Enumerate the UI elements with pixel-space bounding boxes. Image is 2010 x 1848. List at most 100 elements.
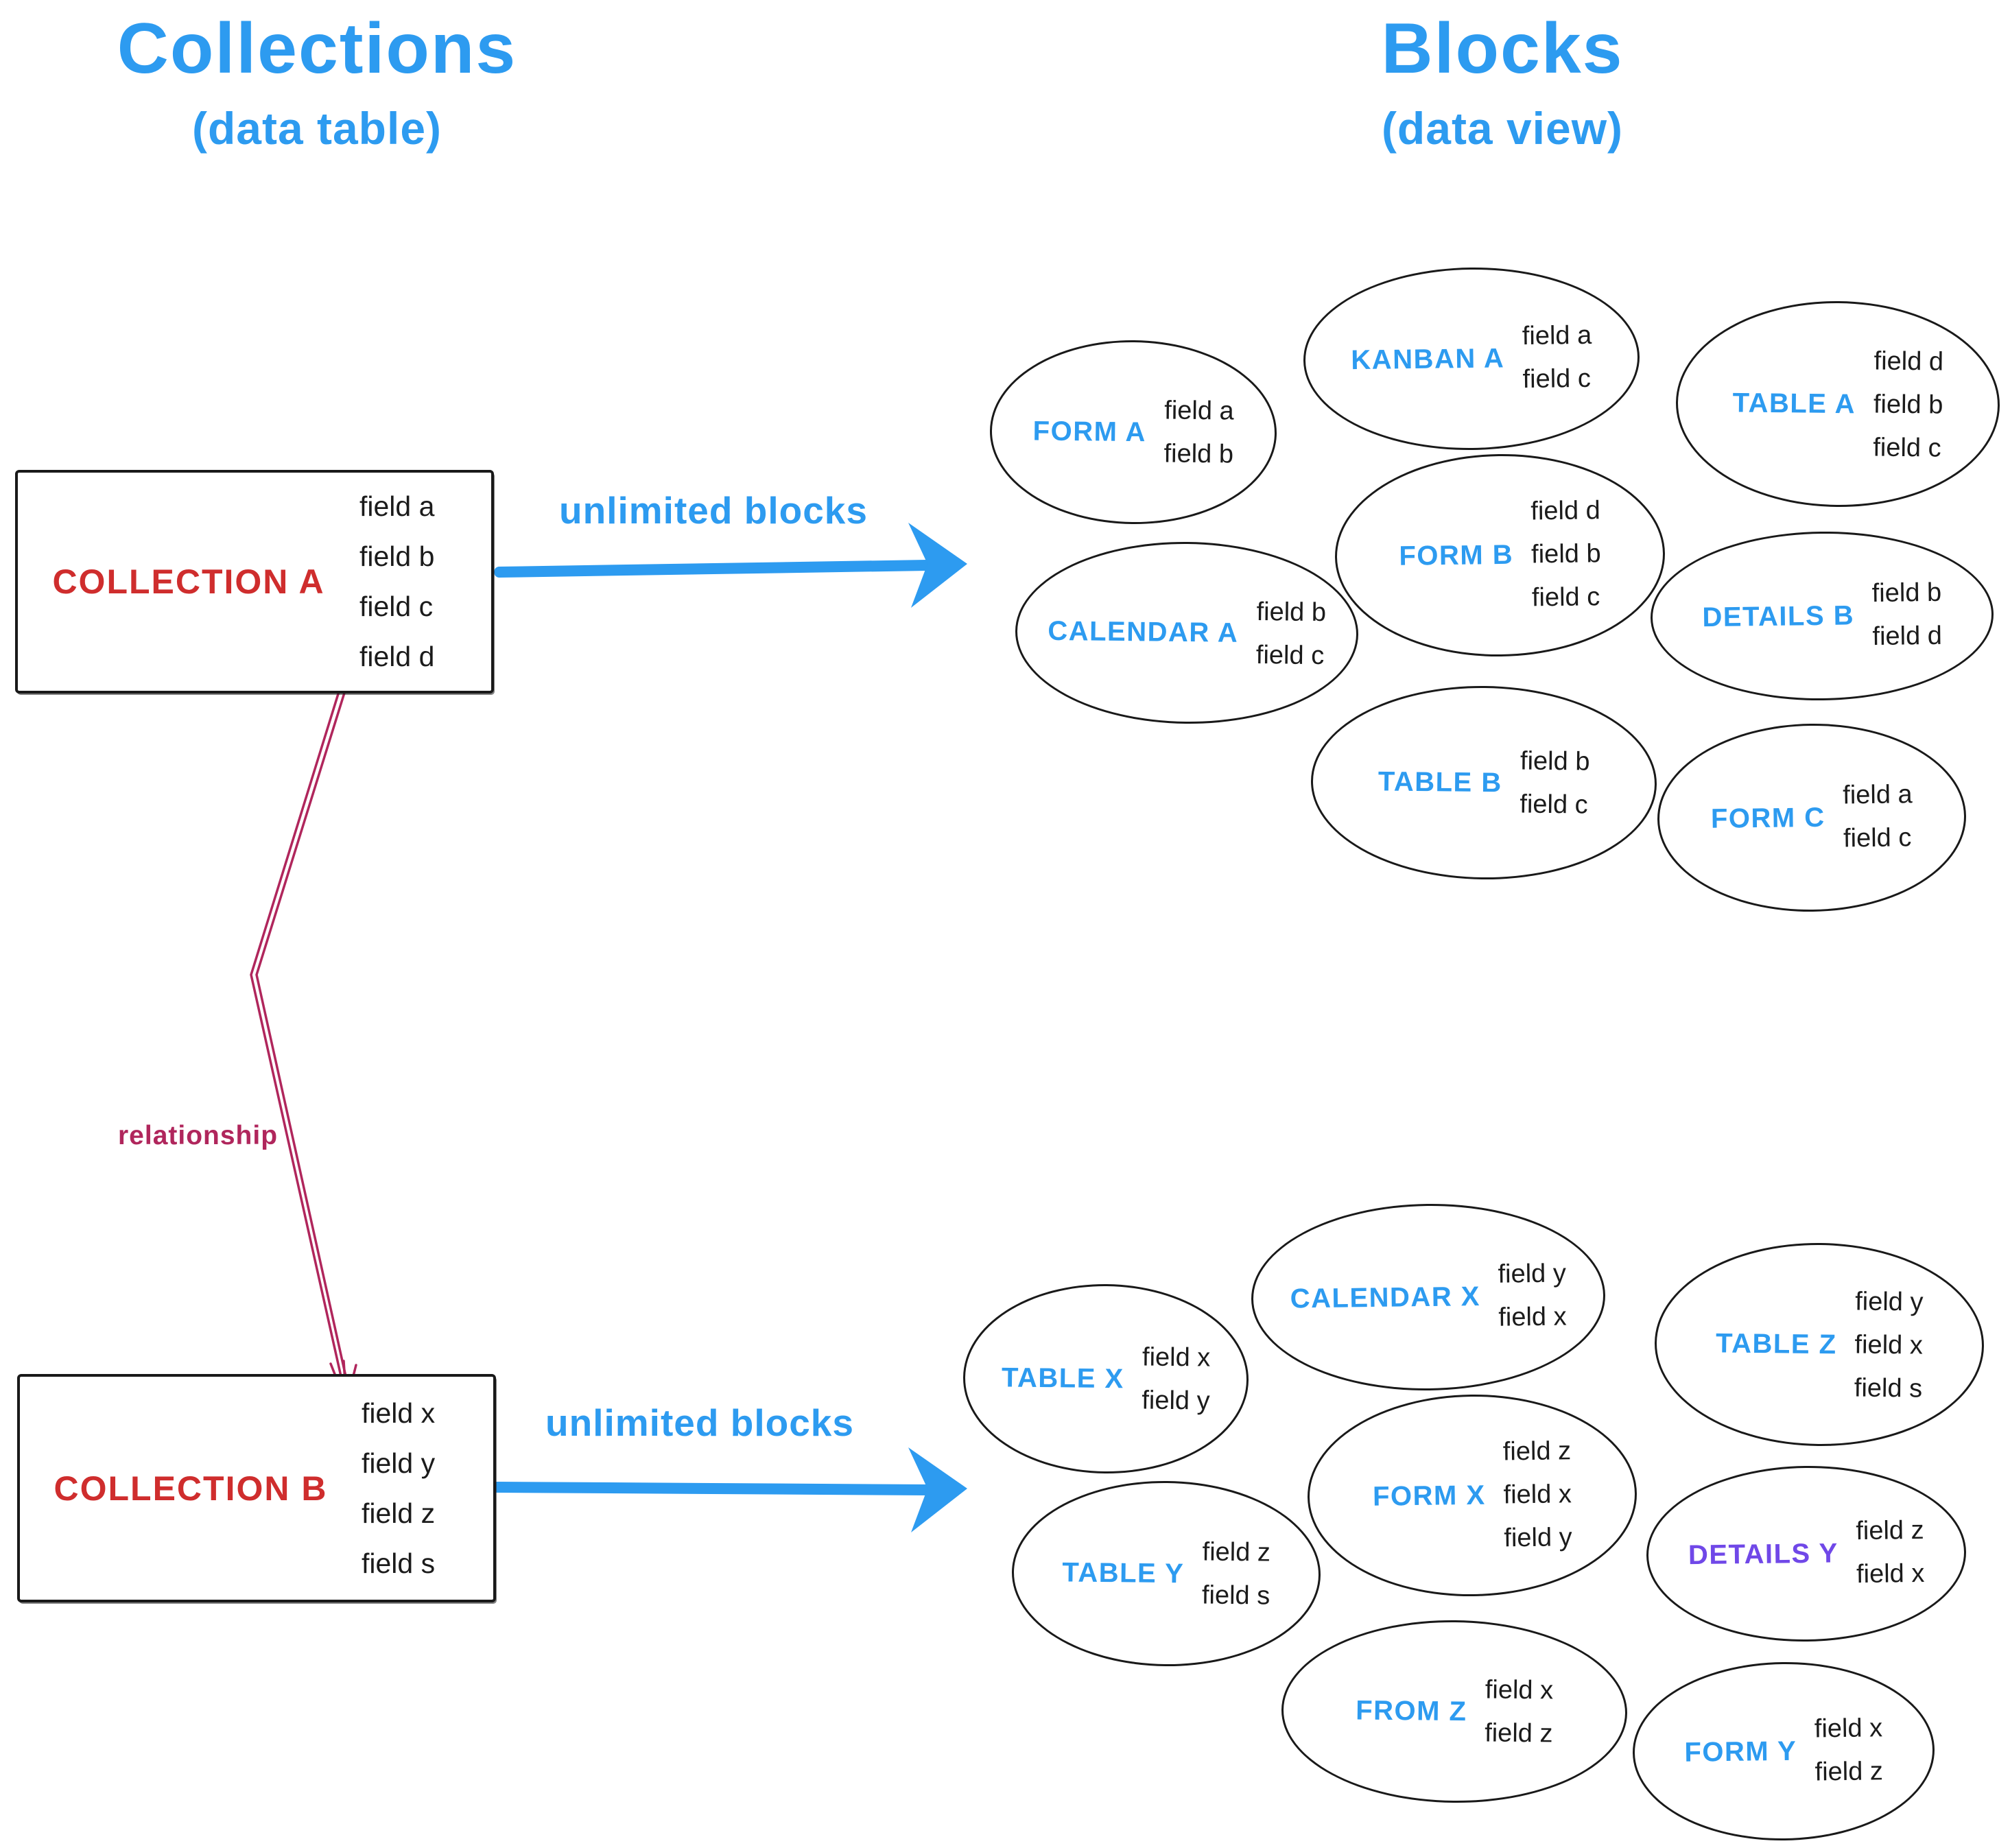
collection-name: COLLECTION B: [54, 1469, 328, 1508]
block-form-x: FORM X field z field x field y: [1306, 1393, 1638, 1598]
block-calendar-x: CALENDAR X field y field x: [1250, 1201, 1607, 1393]
block-field: field d: [1873, 346, 1944, 377]
block-kanban-a: KANBAN A field a field c: [1302, 265, 1641, 452]
block-table-z: TABLE Z field y field x field s: [1653, 1241, 1985, 1448]
collection-field: field x: [362, 1397, 436, 1429]
collections-subtitle: (data table): [191, 103, 442, 154]
block-field: field x: [1498, 1302, 1567, 1332]
block-details-b: DETAILS B field b field d: [1649, 529, 1995, 703]
block-field: field y: [1855, 1287, 1924, 1317]
collection-fields: field a field b field c field d: [359, 490, 491, 673]
block-fields: field z field s: [1202, 1538, 1270, 1611]
block-label: DETAILS B: [1702, 600, 1855, 632]
block-fields: field a field c: [1522, 321, 1593, 394]
block-form-c: FORM C field a field c: [1656, 722, 1967, 914]
block-field: field c: [1255, 640, 1325, 670]
block-fields: field x field z: [1485, 1675, 1553, 1749]
block-field: field z: [1202, 1537, 1271, 1567]
block-fields: field b field c: [1520, 747, 1590, 820]
collection-field: field b: [359, 541, 435, 572]
block-fields: field b field d: [1871, 578, 1942, 652]
block-calendar-a: CALENDAR A field b field c: [1014, 540, 1360, 726]
block-details-y: DETAILS Y field z field x: [1645, 1464, 1967, 1644]
block-label: FORM A: [1032, 415, 1147, 447]
block-field: field c: [1520, 790, 1588, 820]
block-label: FORM B: [1399, 539, 1514, 571]
collection-field: field s: [362, 1547, 436, 1579]
block-fields: field d field b field c: [1530, 496, 1601, 613]
collections-title-group: Collections (data table): [43, 8, 591, 154]
unlimited-blocks-label-b: unlimited blocks: [545, 1401, 854, 1444]
block-label: FORM Y: [1684, 1736, 1797, 1768]
block-field: field y: [1142, 1386, 1210, 1416]
block-table-b: TABLE B field b field c: [1310, 684, 1658, 881]
block-label: DETAILS Y: [1688, 1537, 1838, 1570]
blocks-title-group: Blocks (data view): [1228, 8, 1777, 154]
block-fields: field d field b field c: [1873, 346, 1943, 463]
block-label: TABLE Z: [1715, 1327, 1837, 1360]
unlimited-blocks-arrow-b: [492, 1447, 967, 1532]
collection-field: field d: [359, 641, 435, 672]
block-fields: field y field x: [1498, 1259, 1567, 1333]
relationship-arrow: [250, 657, 357, 1405]
block-table-x: TABLE X field x field y: [962, 1282, 1250, 1476]
block-label: FORM X: [1372, 1480, 1486, 1512]
block-field: field x: [1854, 1330, 1924, 1360]
collection-field: field c: [359, 591, 434, 622]
collection-a-box: COLLECTION A field a field b field c fie…: [15, 470, 494, 694]
block-field: field b: [1530, 539, 1601, 569]
block-field: field x: [1503, 1479, 1572, 1509]
block-fields: field x field z: [1814, 1714, 1884, 1787]
block-field: field c: [1873, 433, 1941, 463]
block-table-y: TABLE Y field z field s: [1010, 1479, 1322, 1668]
unlimited-blocks-arrow-a: [494, 523, 967, 608]
block-field: field s: [1201, 1580, 1270, 1611]
block-field: field z: [1484, 1718, 1553, 1749]
block-field: field z: [1502, 1436, 1572, 1466]
block-field: field d: [1872, 621, 1943, 652]
block-field: field x: [1142, 1342, 1211, 1373]
block-field: field b: [1256, 597, 1327, 627]
block-fields: field z field x: [1856, 1516, 1925, 1589]
block-field: field c: [1531, 582, 1600, 613]
block-field: field z: [1814, 1757, 1884, 1787]
block-field: field b: [1163, 439, 1234, 469]
block-field: field x: [1814, 1714, 1883, 1744]
block-field: field a: [1522, 320, 1592, 351]
collections-title: Collections: [117, 9, 517, 88]
block-field: field x: [1856, 1559, 1925, 1589]
block-from-z: FROM Z field x field z: [1280, 1618, 1629, 1805]
block-fields: field a field b: [1163, 396, 1234, 469]
block-label: CALENDAR X: [1290, 1281, 1481, 1314]
block-form-a: FORM A field a field b: [989, 338, 1278, 526]
block-label: TABLE X: [1001, 1362, 1124, 1394]
blocks-subtitle: (data view): [1381, 103, 1624, 154]
block-label: FORM C: [1710, 802, 1825, 834]
collection-fields: field x field y field z field s: [362, 1397, 493, 1580]
block-label: FROM Z: [1355, 1694, 1467, 1727]
block-label: CALENDAR A: [1048, 615, 1239, 648]
block-form-y: FORM Y field x field z: [1631, 1660, 1936, 1843]
relationship-label: relationship: [118, 1121, 279, 1150]
collection-field: field y: [362, 1447, 436, 1479]
block-field: field y: [1498, 1259, 1567, 1289]
block-label: KANBAN A: [1351, 342, 1505, 375]
block-field: field x: [1485, 1675, 1554, 1705]
collection-field: field z: [362, 1497, 436, 1529]
block-fields: field z field x field y: [1503, 1436, 1572, 1553]
block-form-b: FORM B field d field b field c: [1334, 452, 1666, 659]
block-label: TABLE A: [1732, 387, 1856, 419]
block-field: field a: [1843, 780, 1913, 810]
collection-field: field a: [359, 490, 435, 522]
block-field: field b: [1871, 578, 1942, 608]
unlimited-blocks-label-a: unlimited blocks: [559, 489, 868, 532]
block-field: field z: [1856, 1515, 1924, 1546]
block-field: field b: [1520, 746, 1590, 777]
block-label: TABLE B: [1378, 766, 1502, 798]
block-field: field b: [1873, 390, 1943, 420]
block-field: field s: [1854, 1373, 1923, 1403]
block-label: TABLE Y: [1062, 1556, 1185, 1589]
block-field: field a: [1164, 396, 1234, 426]
block-field: field c: [1843, 823, 1912, 853]
